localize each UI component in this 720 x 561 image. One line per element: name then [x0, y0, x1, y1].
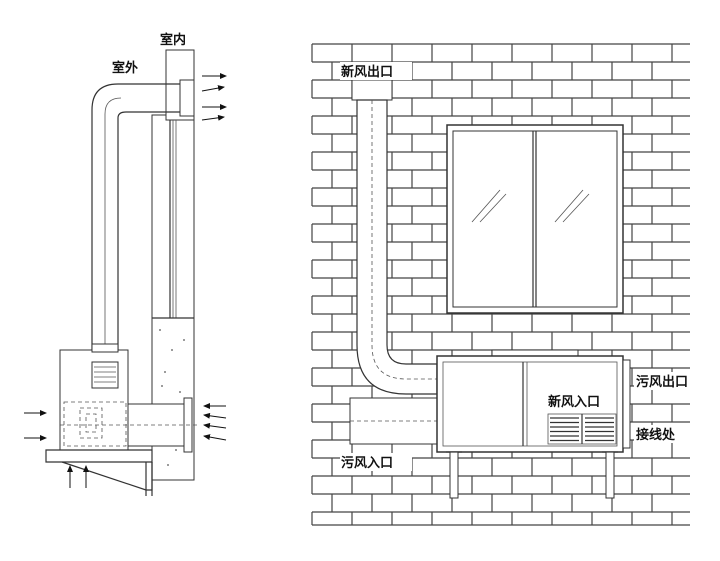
louvre-grille — [91, 361, 119, 389]
label-fresh-air-outlet: 新风出口 — [341, 64, 393, 80]
label-fresh-air-inlet: 新风入口 — [548, 394, 600, 410]
outlet-flange — [179, 79, 195, 117]
inlet-grille — [547, 413, 617, 445]
side-view: 室内 室外 — [24, 32, 227, 496]
unit-collar — [91, 343, 119, 353]
label-exhaust-outlet: 污风出口 — [636, 374, 688, 390]
label-indoor: 室内 — [160, 32, 186, 48]
glass-reflection — [471, 189, 590, 223]
label-outdoor: 室外 — [112, 60, 138, 76]
front-view: 新风出口 污风出口 新风入口 接线处 污风入口 — [311, 43, 706, 526]
fresh-air-outlet-cap — [351, 79, 393, 101]
label-wiring: 接线处 — [636, 427, 676, 443]
label-exhaust-inlet: 污风入口 — [341, 455, 393, 471]
unit-legs — [446, 451, 618, 499]
airflow-arrows — [24, 73, 227, 488]
